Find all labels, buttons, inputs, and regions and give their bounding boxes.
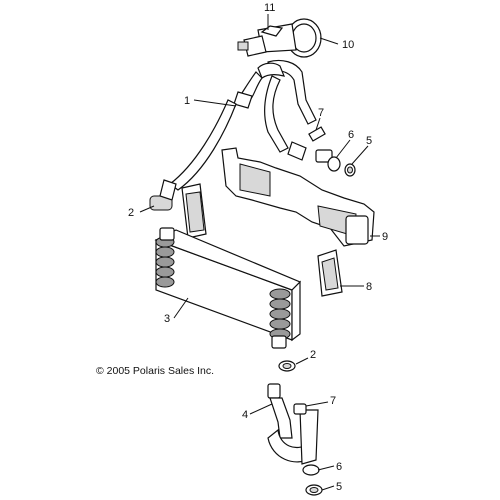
callout-3: 3 [164,313,170,325]
callout-6-upper: 6 [348,129,354,141]
callout-2-upper: 2 [128,207,134,219]
callout-11: 11 [264,2,275,14]
isolator-8 [317,249,343,297]
isolator-upper [181,183,207,239]
lower-washer-6 [302,464,320,476]
upper-hose-assembly [149,59,317,211]
lower-fitting-7 [293,403,307,415]
callout-5-lower: 5 [336,481,342,493]
callout-6-lower: 6 [336,461,342,473]
callout-8: 8 [366,281,372,293]
cooler-fins-left [155,236,175,288]
callout-labels: 11 10 1 7 6 5 2 9 8 3 2 4 7 6 5 [128,2,388,493]
callout-5-upper: 5 [366,135,372,147]
callout-7-upper: 7 [318,107,324,119]
callout-1: 1 [184,95,190,107]
oil-cooler [154,227,302,349]
callout-10: 10 [342,39,354,51]
callout-9: 9 [382,231,388,243]
callout-4: 4 [242,409,248,421]
lower-oring-2 [278,360,296,372]
filler-neck-assembly [237,18,322,58]
copyright-text: © 2005 Polaris Sales Inc. [96,365,214,377]
upper-fittings [308,126,356,177]
callout-7-lower: 7 [330,395,336,407]
cooler-fins-right [269,288,291,340]
callout-2-lower: 2 [310,349,316,361]
lower-washer-5 [305,484,323,496]
mounting-bracket [221,147,375,247]
lower-hose-4 [267,383,319,465]
leader-lines [139,14,380,491]
